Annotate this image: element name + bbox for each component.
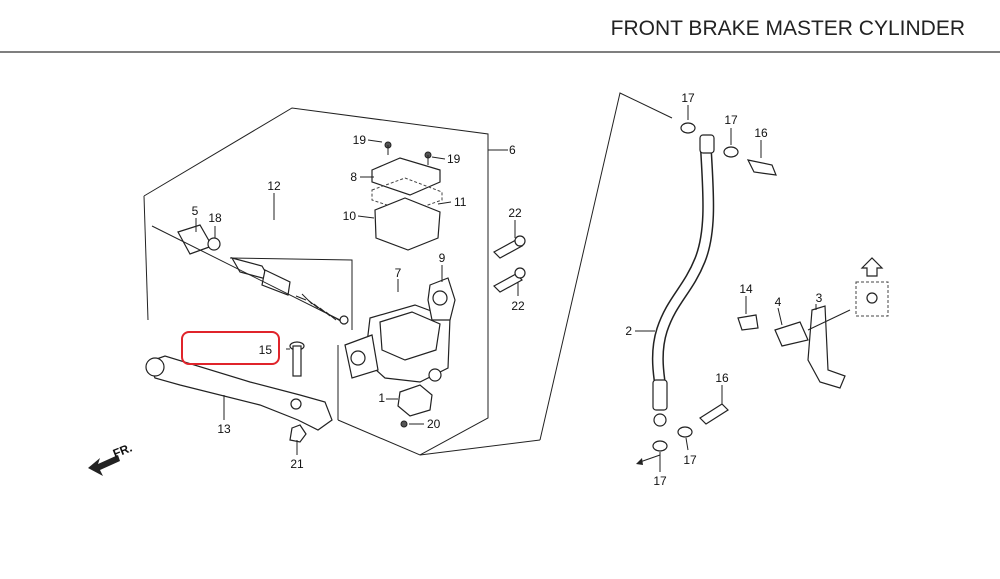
highlight-part-15 bbox=[181, 331, 280, 365]
part-label-11: 11 bbox=[454, 195, 467, 209]
part-label-19-a: 19 bbox=[353, 133, 367, 147]
part-label-5: 5 bbox=[192, 204, 199, 218]
part-label-6: 6 bbox=[509, 143, 516, 157]
part-label-13: 13 bbox=[217, 422, 231, 436]
hose-bracket bbox=[737, 305, 851, 389]
piston-set bbox=[151, 224, 353, 330]
bolts-22 bbox=[493, 235, 526, 293]
part-label-17-d: 17 bbox=[653, 474, 667, 488]
part-label-16-bottom: 16 bbox=[715, 371, 729, 385]
part-label-17-c: 17 bbox=[683, 453, 697, 467]
part-label-15: 15 bbox=[259, 343, 273, 357]
holder-part bbox=[427, 277, 456, 321]
part-label-22-a: 22 bbox=[508, 206, 522, 220]
part-labels: 1 2 3 4 5 6 7 8 9 10 11 12 13 14 15 16 1… bbox=[192, 91, 823, 488]
part-label-19-b: 19 bbox=[447, 152, 461, 166]
part-label-20: 20 bbox=[427, 417, 441, 431]
part-label-17-b: 17 bbox=[724, 113, 738, 127]
front-direction-label: FR. bbox=[111, 441, 134, 461]
part-label-18: 18 bbox=[208, 211, 222, 225]
part-label-17-a: 17 bbox=[681, 91, 695, 105]
upward-reference bbox=[855, 257, 889, 317]
part-label-1: 1 bbox=[378, 391, 385, 405]
part-label-21: 21 bbox=[290, 457, 304, 471]
part-label-16-top: 16 bbox=[754, 126, 768, 140]
reservoir-parts bbox=[371, 141, 443, 251]
front-direction-arrow: FR. bbox=[88, 441, 134, 476]
part-label-22-b: 22 bbox=[511, 299, 525, 313]
master-cylinder-body bbox=[344, 304, 451, 383]
part-label-9: 9 bbox=[439, 251, 446, 265]
part-label-8: 8 bbox=[350, 170, 357, 184]
part-label-14: 14 bbox=[739, 282, 753, 296]
part-label-12: 12 bbox=[267, 179, 281, 193]
part-label-4: 4 bbox=[775, 295, 782, 309]
part-label-7: 7 bbox=[395, 266, 402, 280]
leader-lines bbox=[195, 105, 817, 472]
part-label-2: 2 bbox=[625, 324, 632, 338]
brake-lever bbox=[145, 355, 333, 443]
part-label-3: 3 bbox=[816, 291, 823, 305]
hose-outline bbox=[539, 92, 673, 441]
pivot-bolt bbox=[289, 341, 305, 377]
hose-fasteners bbox=[636, 122, 777, 465]
part-label-10: 10 bbox=[343, 209, 357, 223]
brake-hose bbox=[651, 134, 715, 427]
diagram-title: FRONT BRAKE MASTER CYLINDER bbox=[611, 17, 965, 40]
assembly-outline bbox=[143, 107, 541, 456]
brake-switch bbox=[397, 384, 433, 428]
